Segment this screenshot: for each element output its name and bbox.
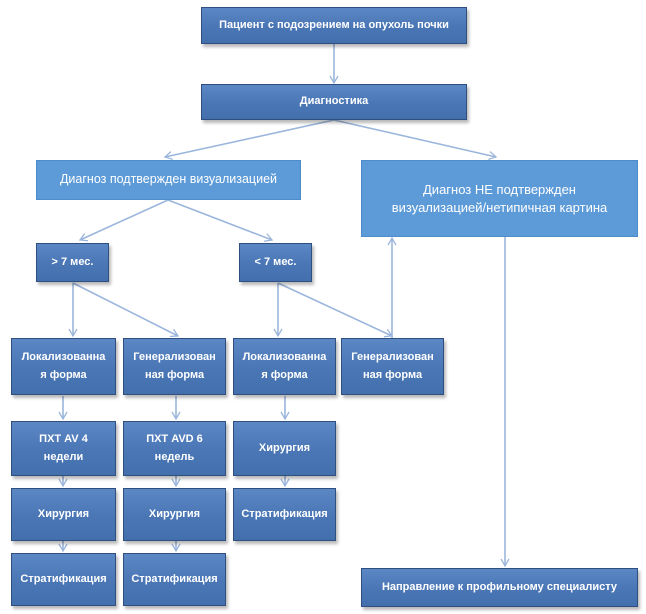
arrow-gt7-gen1 <box>72 282 180 338</box>
arrow-confirmed-lt7 <box>167 199 274 242</box>
node-loc-form-1: Локализованна я форма <box>11 338 116 395</box>
arrow-diagnostics-confirmed <box>163 119 335 161</box>
node-gen-form-1: Генерализован ная форма <box>123 338 226 395</box>
node-strat-2: Стратификация <box>123 553 226 606</box>
node-gt7: > 7 мес. <box>36 243 109 282</box>
arrow-diagnostics-not-confirmed <box>333 119 498 160</box>
node-surgery-1: Хирургия <box>11 488 116 541</box>
node-pxt-av4: ПХТ AV 4 недели <box>11 421 116 476</box>
node-patient: Пациент с подозрением на опухоль почки <box>201 7 467 44</box>
arrow-lt7-gen2 <box>277 282 394 338</box>
node-loc-form-2: Локализованна я форма <box>233 338 336 395</box>
node-not-confirmed: Диагноз НЕ подтвержден визуализацией/нет… <box>361 160 638 237</box>
node-diagnostics: Диагностика <box>201 84 467 120</box>
arrow-confirmed-gt7 <box>78 199 169 242</box>
node-lt7: < 7 мес. <box>239 243 312 282</box>
node-strat-3: Стратификация <box>233 488 336 541</box>
node-surgery-3: Хирургия <box>233 421 336 476</box>
node-pxt-avd6: ПХТ AVD 6 недель <box>123 421 226 476</box>
node-gen-form-2: Генерализован ная форма <box>341 338 444 395</box>
node-surgery-2: Хирургия <box>123 488 226 541</box>
node-referral: Направление к профильному специалисту <box>361 568 638 607</box>
node-confirmed: Диагноз подтвержден визуализацией <box>36 160 301 200</box>
node-strat-1: Стратификация <box>11 553 116 606</box>
